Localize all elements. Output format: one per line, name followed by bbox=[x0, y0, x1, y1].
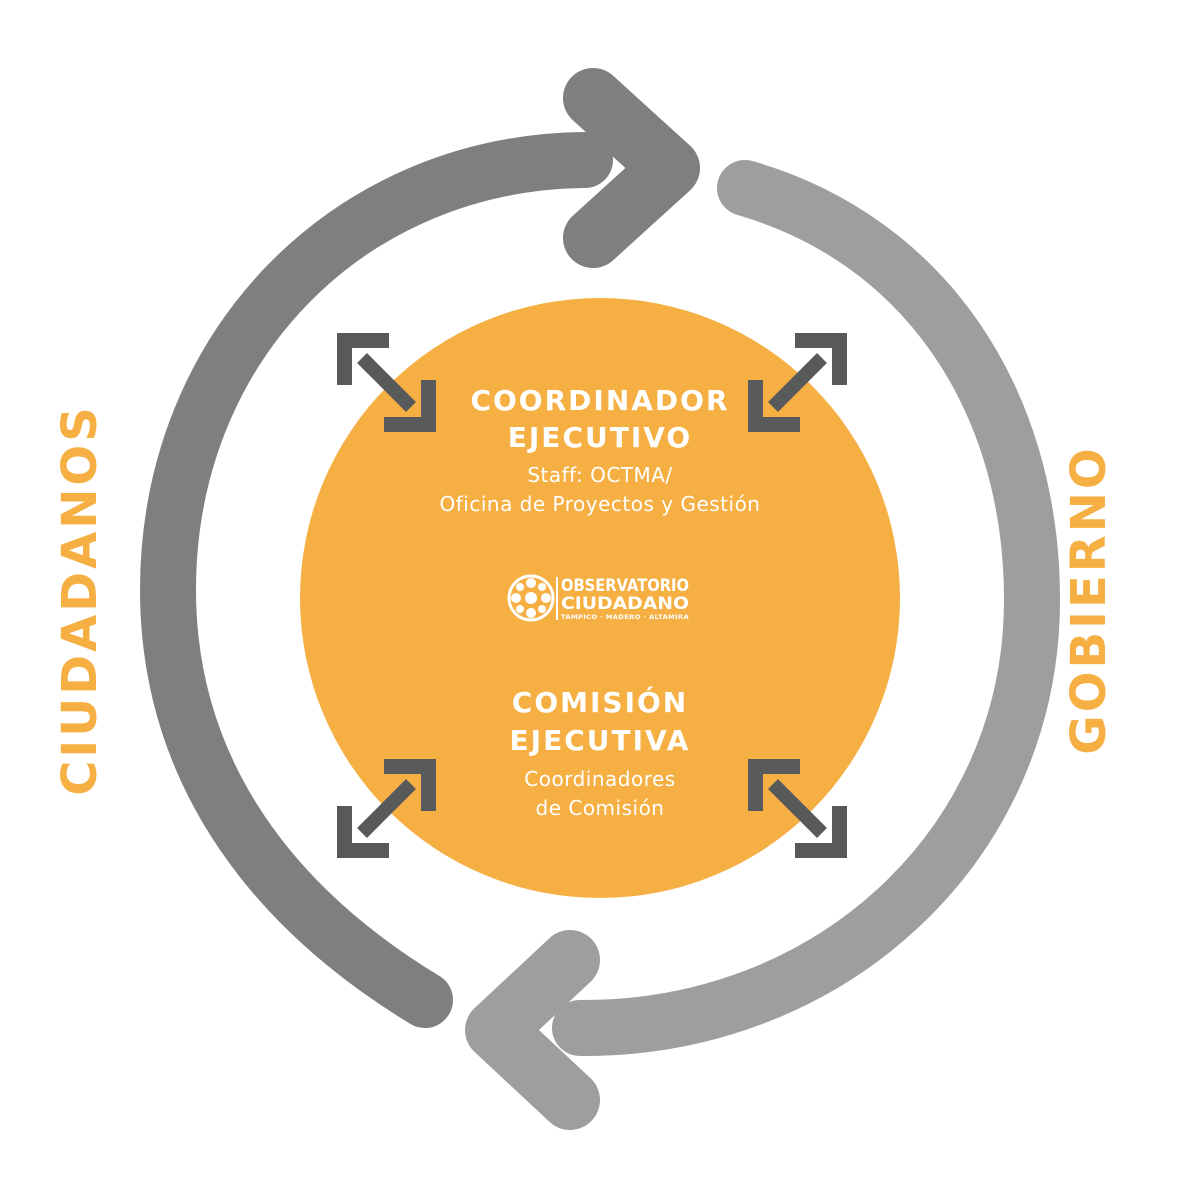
logo-line-cities: TAMPICO · MADERO · ALTAMIRA bbox=[561, 613, 689, 621]
rosette-logo-icon bbox=[507, 574, 555, 622]
gobierno-label: GOBIERNO bbox=[1061, 445, 1117, 754]
de-comision-text: de Comisión bbox=[536, 796, 665, 820]
double-arrow-top-right-icon bbox=[748, 333, 847, 432]
ejecutiva-title: EJECUTIVA bbox=[510, 724, 691, 757]
ejecutivo-title: EJECUTIVO bbox=[508, 421, 692, 454]
central-circle bbox=[300, 298, 900, 898]
staff-text: Staff: OCTMA/ bbox=[527, 463, 672, 487]
logo-line-observatorio: OBSERVATORIO bbox=[561, 576, 689, 596]
cycle-arrow-left-icon bbox=[465, 160, 1061, 1130]
coordinadores-text: Coordinadores bbox=[524, 767, 675, 791]
corner-arrows bbox=[337, 333, 847, 858]
logo-line-ciudadano: CIUDADANO bbox=[561, 594, 689, 614]
oficina-text: Oficina de Proyectos y Gestión bbox=[440, 492, 761, 516]
double-arrow-bottom-left-icon bbox=[337, 759, 436, 858]
observatorio-logo: OBSERVATORIO CIUDADANO TAMPICO · MADERO … bbox=[507, 574, 689, 622]
ciudadanos-label: CIUDADANOS bbox=[52, 404, 108, 796]
double-arrow-top-left-icon bbox=[337, 333, 436, 432]
double-arrow-bottom-right-icon bbox=[748, 759, 847, 858]
cycle-arrow-right-icon bbox=[139, 68, 700, 1028]
coordinador-title: COORDINADOR bbox=[470, 384, 729, 417]
comision-title: COMISIÓN bbox=[512, 685, 688, 719]
